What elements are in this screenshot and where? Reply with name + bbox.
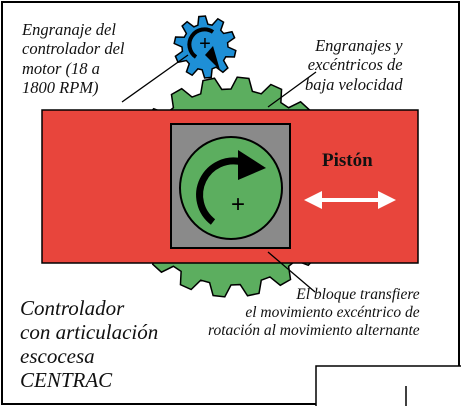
motor-rotation-arc bbox=[187, 27, 215, 59]
motor-gear-label-line: Engranaje del bbox=[22, 20, 116, 39]
title-line: Controlador bbox=[20, 296, 125, 320]
piston-label: Pistón bbox=[322, 150, 373, 171]
motor-rotation-arrowhead bbox=[205, 46, 220, 70]
title-line: CENTRAC bbox=[20, 368, 113, 393]
block-transfer-label: El bloque transfiere el movimiento excén… bbox=[208, 286, 420, 340]
block-label-line: el movimiento excéntrico de bbox=[245, 304, 420, 322]
title-line: con articulación bbox=[20, 320, 159, 345]
motor-gear-label: Engranaje del controlador del motor (18 … bbox=[22, 20, 125, 97]
lowspeed-label-leader bbox=[267, 71, 317, 108]
block-label-line: El bloque transfiere bbox=[296, 286, 420, 303]
rotation-arrowhead bbox=[238, 150, 266, 180]
block-label-line: rotación al movimiento alternante bbox=[208, 322, 420, 340]
motor-gear-label-line: motor (18 a bbox=[22, 58, 100, 78]
diagram-title: Controlador con articulación escocesa CE… bbox=[20, 296, 158, 393]
motor-label-leader bbox=[121, 54, 189, 103]
low-speed-label-line: Engranajes y bbox=[315, 36, 403, 55]
low-speed-gear-label: Engranajes y excéntricos de baja velocid… bbox=[305, 36, 403, 94]
eccentric-center-mark: + bbox=[231, 191, 245, 218]
motor-drive-gear bbox=[173, 15, 237, 79]
motor-gear-label-line: 1800 RPM) bbox=[22, 77, 99, 97]
rotation-arc bbox=[196, 157, 243, 225]
block-label-leader bbox=[267, 251, 316, 293]
low-speed-label-line: excéntricos de bbox=[307, 55, 403, 75]
motor-gear-label-line: controlador del bbox=[22, 39, 125, 59]
piston-arrow-left bbox=[304, 191, 322, 209]
inset-frame bbox=[315, 365, 461, 406]
motor-center-mark: + bbox=[199, 33, 211, 55]
eccentric-disc bbox=[179, 136, 283, 240]
piston-arrow-right bbox=[378, 191, 396, 209]
title-line: escocesa bbox=[20, 344, 95, 369]
low-speed-label-line: baja velocidad bbox=[305, 74, 403, 94]
